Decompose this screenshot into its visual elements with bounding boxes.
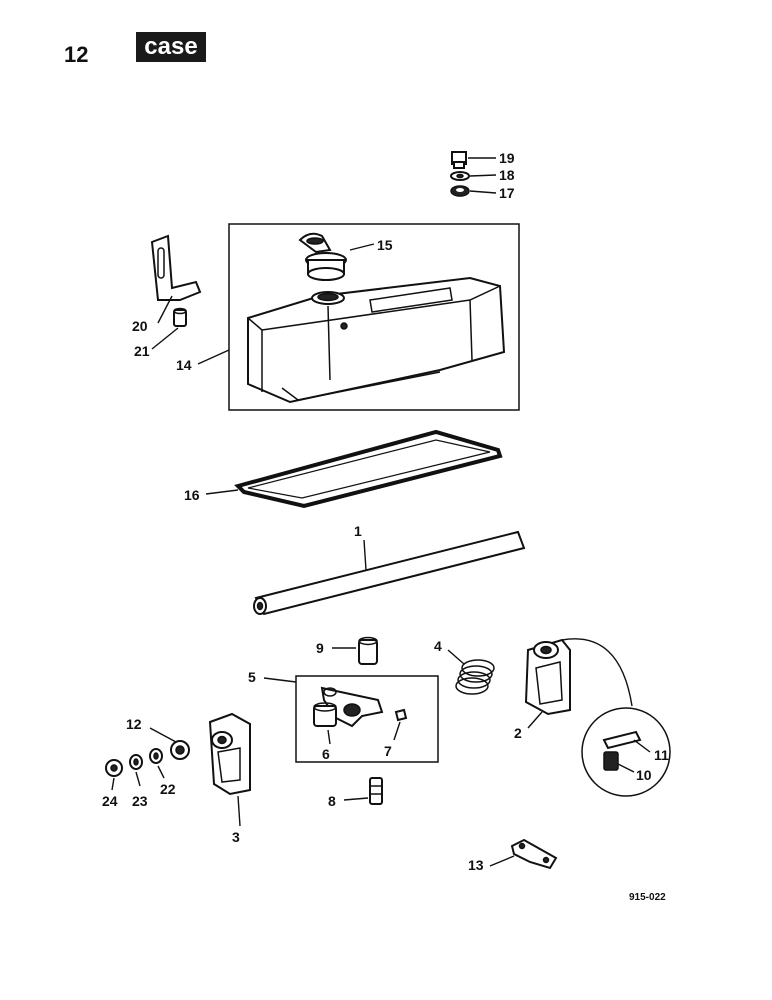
page-number: 12 bbox=[64, 42, 89, 67]
callout-24: 24 bbox=[102, 793, 118, 809]
part-11-screw-lock bbox=[602, 730, 642, 750]
part-19-bolt bbox=[451, 151, 467, 169]
figure-reference-code: 915-022 bbox=[629, 892, 666, 903]
callout-20: 20 bbox=[132, 318, 148, 334]
part-14-assembly-box bbox=[228, 223, 520, 411]
callout-6: 6 bbox=[322, 746, 330, 762]
part-20-bracket bbox=[150, 234, 202, 301]
callout-7: 7 bbox=[384, 743, 392, 759]
callout-1: 1 bbox=[354, 523, 362, 539]
part-7-pin bbox=[394, 708, 408, 722]
part-9-spacer bbox=[358, 636, 378, 665]
part-16-gasket bbox=[234, 429, 503, 509]
callout-18: 18 bbox=[499, 167, 515, 183]
part-18-washer bbox=[450, 171, 470, 181]
callout-16: 16 bbox=[184, 487, 200, 503]
part-12-nut bbox=[170, 740, 190, 760]
callout-17: 17 bbox=[499, 185, 515, 201]
part-2-rocker-bracket bbox=[524, 638, 571, 716]
part-24-nut bbox=[105, 759, 123, 777]
part-6-bushing bbox=[313, 702, 337, 727]
detail-circle bbox=[581, 707, 671, 797]
callout-3: 3 bbox=[232, 829, 240, 845]
callout-23: 23 bbox=[132, 793, 148, 809]
callout-11: 11 bbox=[654, 747, 669, 763]
callout-22: 22 bbox=[160, 781, 176, 797]
part-21-sleeve bbox=[173, 307, 187, 327]
callout-15: 15 bbox=[377, 237, 393, 253]
part-4-spring bbox=[455, 659, 495, 695]
callout-10: 10 bbox=[636, 767, 652, 783]
part-3-rocker-bracket bbox=[208, 712, 251, 796]
part-14-rocker-cover bbox=[247, 276, 506, 404]
part-15-filler-cap bbox=[298, 232, 347, 281]
callout-21: 21 bbox=[134, 343, 150, 359]
callout-14: 14 bbox=[176, 357, 192, 373]
part-8-plug bbox=[369, 777, 383, 805]
part-5-assembly-box bbox=[295, 675, 439, 763]
part-13-plate bbox=[510, 838, 558, 870]
callout-13: 13 bbox=[468, 857, 484, 873]
callout-5: 5 bbox=[248, 669, 256, 685]
callout-19: 19 bbox=[499, 150, 515, 166]
part-23-washer bbox=[129, 754, 143, 770]
case-logo: case bbox=[136, 32, 206, 62]
callout-2: 2 bbox=[514, 725, 522, 741]
callout-8: 8 bbox=[328, 793, 336, 809]
callout-12: 12 bbox=[126, 716, 142, 732]
part-17-seal bbox=[450, 185, 470, 197]
part-10-adjusting-screw bbox=[603, 751, 619, 771]
part-1-rocker-shaft bbox=[253, 530, 526, 616]
callout-4: 4 bbox=[434, 638, 442, 654]
part-22-washer bbox=[149, 748, 163, 764]
callout-9: 9 bbox=[316, 640, 324, 656]
